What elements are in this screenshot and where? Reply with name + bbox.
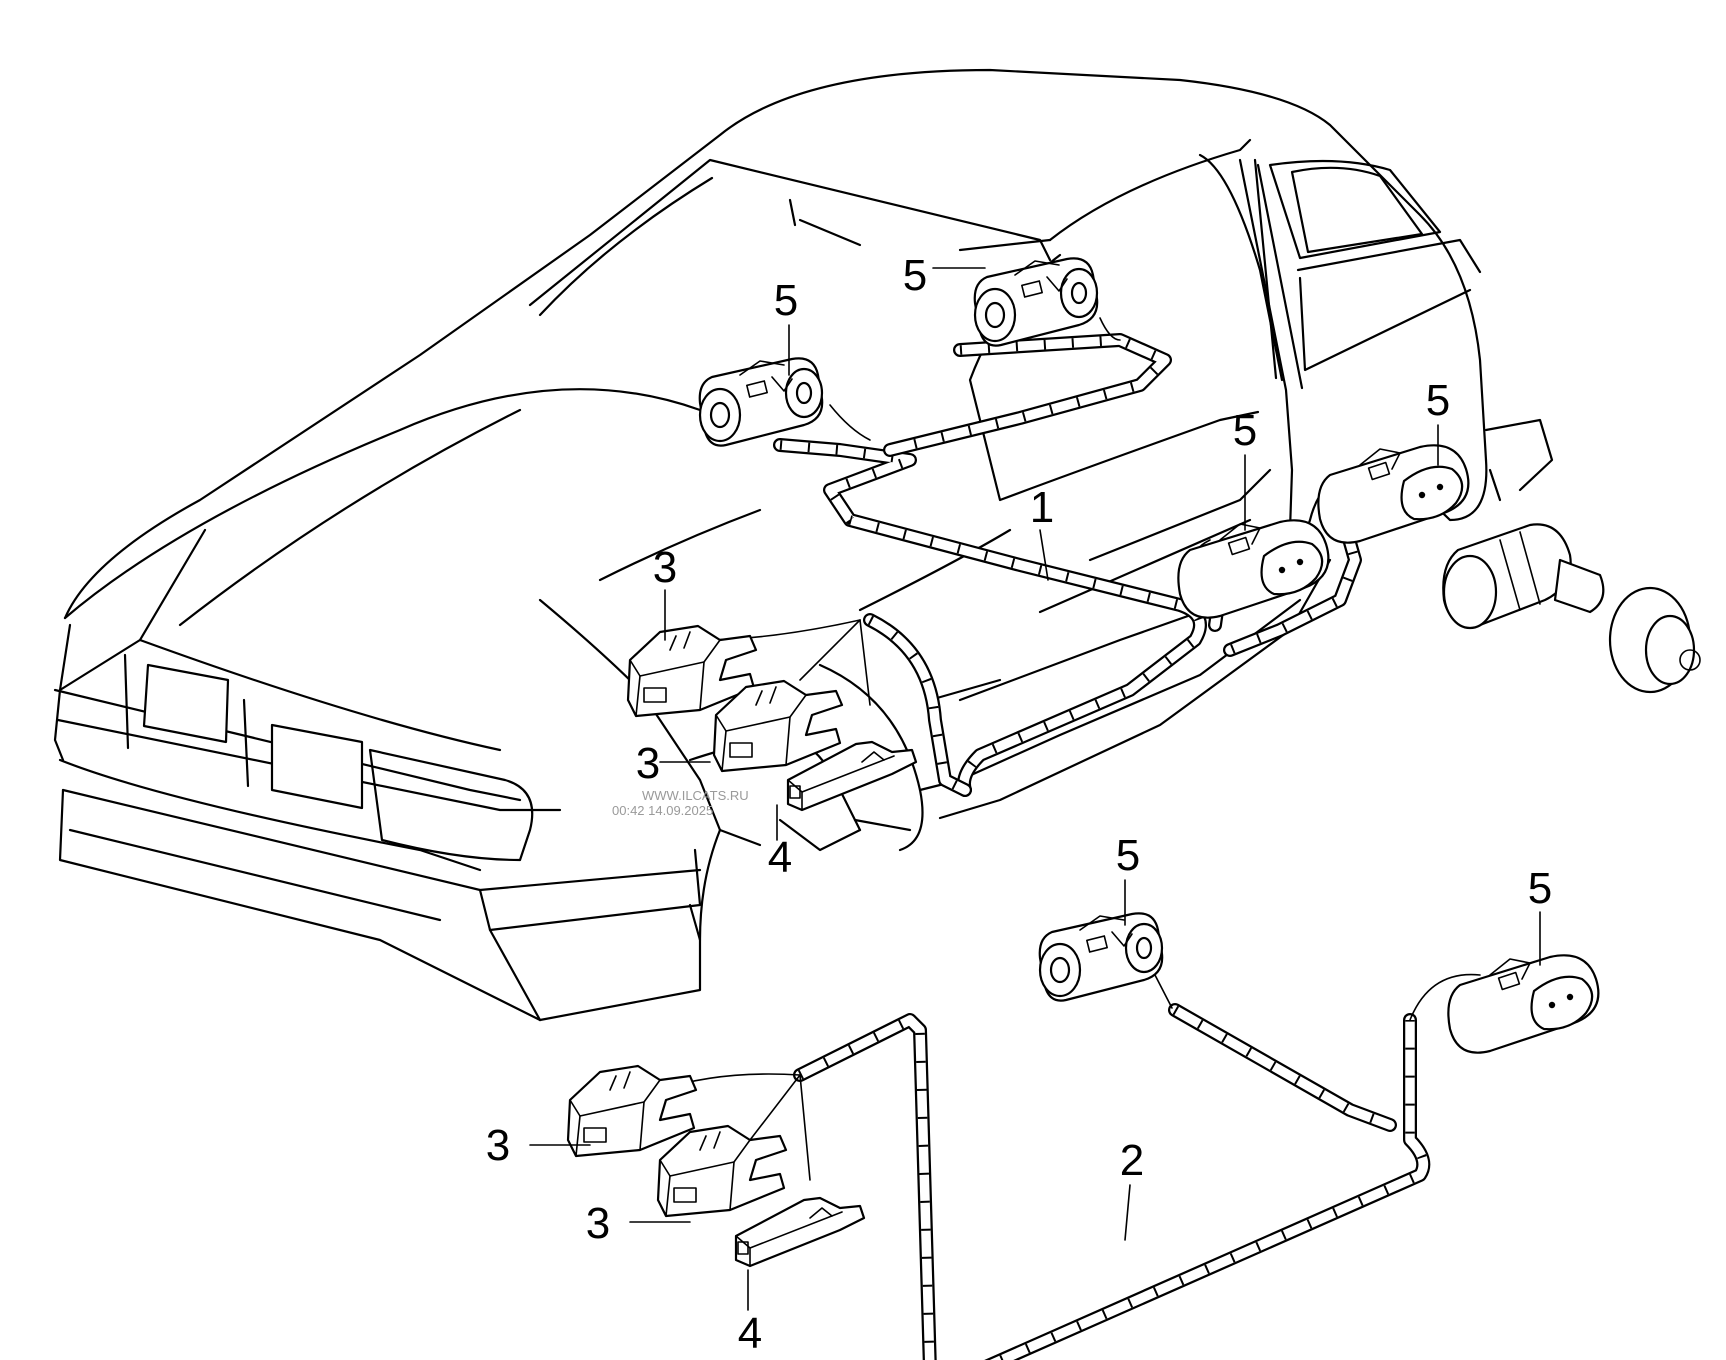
small-connector-loose — [734, 1196, 866, 1268]
callout-3-flat-connector-loose-a: 3 — [486, 1121, 510, 1170]
watermark-timestamp: 00:42 14.09.2025 — [612, 803, 713, 818]
flat-connector-b-loose — [656, 1124, 788, 1218]
callout-1-main-harness: 1 — [1030, 483, 1054, 532]
callout-5-top-connector: 5 — [903, 251, 927, 300]
flat-connector-a-loose — [566, 1064, 698, 1158]
callout-5-loose-right-connector: 5 — [1528, 864, 1552, 913]
oval-connector-loose-right — [1447, 954, 1600, 1054]
wiring-harness-aux — [659, 973, 1481, 1360]
wiring-harness-main — [699, 317, 1701, 797]
callout-5-front-connector: 5 — [774, 276, 798, 325]
callout-5-door-connector: 5 — [1233, 406, 1257, 455]
round-connector-loose-left — [1038, 912, 1164, 1002]
callout-leaders — [529, 267, 1541, 1311]
callout-3-flat-connector-car-a: 3 — [653, 543, 677, 592]
callout-3-flat-connector-car-b: 3 — [636, 739, 660, 788]
callout-2-aux-harness: 2 — [1120, 1136, 1144, 1185]
callout-3-flat-connector-loose-b: 3 — [586, 1199, 610, 1248]
round-connector-front — [698, 357, 824, 447]
watermark-site: WWW.ILCATS.RU — [642, 788, 749, 803]
callout-4-small-connector-car: 4 — [768, 833, 792, 882]
callout-4-small-connector-loose: 4 — [738, 1309, 762, 1358]
oval-connector-rear — [1317, 444, 1470, 544]
callout-5-rear-connector: 5 — [1426, 376, 1450, 425]
callout-5-loose-left-connector: 5 — [1116, 831, 1140, 880]
round-connector-top — [973, 257, 1099, 347]
car-body-outline — [53, 68, 1554, 1022]
